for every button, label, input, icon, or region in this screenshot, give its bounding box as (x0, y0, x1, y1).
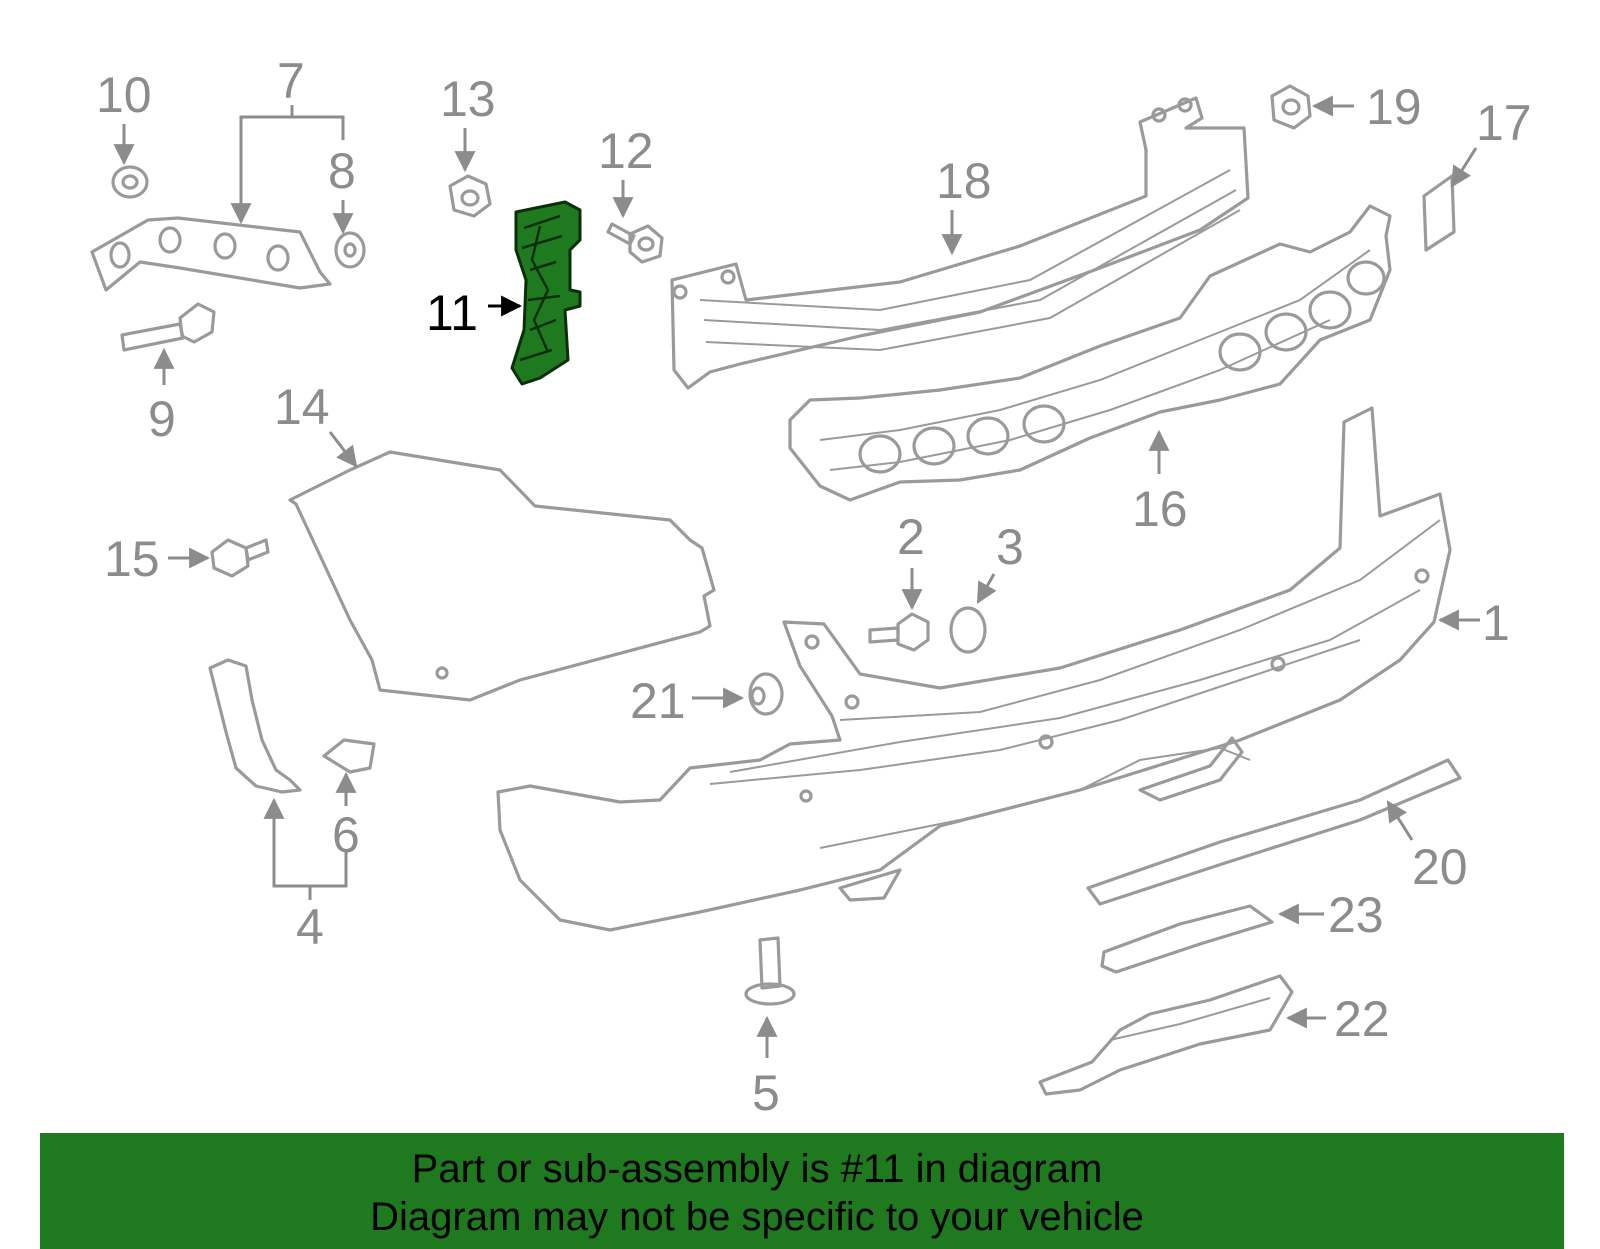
part-6-clip (322, 738, 376, 806)
callout-20: 20 (1412, 839, 1468, 895)
part-11-bracket-highlighted (488, 200, 582, 386)
part-1-bumper-cover (496, 406, 1480, 932)
part-21-grommet (692, 672, 784, 716)
part-3-grommet (949, 573, 997, 654)
part-17-label (1422, 147, 1478, 252)
callout-2: 2 (897, 509, 925, 565)
callout-21: 21 (630, 673, 686, 729)
callout-5: 5 (752, 1065, 780, 1121)
part-20-molding (1086, 758, 1462, 906)
callout-15: 15 (104, 531, 160, 587)
callout-6: 6 (332, 807, 360, 863)
callout-10: 10 (96, 67, 152, 123)
callout-13: 13 (440, 71, 496, 127)
part-10-nut (111, 124, 149, 199)
callout-14: 14 (274, 379, 330, 435)
part-9-bolt (120, 302, 216, 385)
callout-12: 12 (598, 123, 654, 179)
part-18-reinforcement-beam (670, 96, 1250, 390)
part-4-trim (208, 658, 348, 900)
parts-diagram: 10 7 8 9 13 11 12 18 19 17 14 16 15 2 3 … (90, 53, 1532, 1121)
part-14-shield (288, 431, 716, 702)
callout-11-highlighted: 11 (426, 285, 478, 341)
callout-9: 9 (148, 391, 176, 447)
callout-18: 18 (936, 153, 992, 209)
part-23-insert (1100, 903, 1324, 974)
part-12-bolt (606, 180, 664, 264)
footer-line-2: Diagram may not be specific to your vehi… (370, 1195, 1144, 1239)
part-7-bracket (90, 105, 345, 292)
part-22-lower-grille (1038, 974, 1326, 1096)
part-2-bolt (868, 568, 930, 652)
callout-8: 8 (328, 143, 356, 199)
footer-line-1: Part or sub-assembly is #11 in diagram (411, 1147, 1103, 1191)
callout-16: 16 (1132, 481, 1188, 537)
callout-17: 17 (1476, 95, 1532, 151)
part-5-screw (744, 936, 796, 1058)
part-15-bolt (168, 538, 270, 578)
callout-23: 23 (1328, 887, 1384, 943)
callout-1: 1 (1482, 595, 1510, 651)
footer-banner: Part or sub-assembly is #11 in diagram D… (40, 1133, 1564, 1249)
callout-22: 22 (1334, 991, 1390, 1047)
part-8-washer (332, 200, 366, 269)
part-13-nut (448, 128, 492, 218)
callout-3: 3 (996, 519, 1024, 575)
callout-19: 19 (1366, 79, 1422, 135)
part-19-nut (1270, 84, 1354, 130)
part-16-absorber (788, 204, 1392, 502)
callout-4: 4 (296, 899, 324, 955)
callout-7: 7 (277, 53, 305, 109)
